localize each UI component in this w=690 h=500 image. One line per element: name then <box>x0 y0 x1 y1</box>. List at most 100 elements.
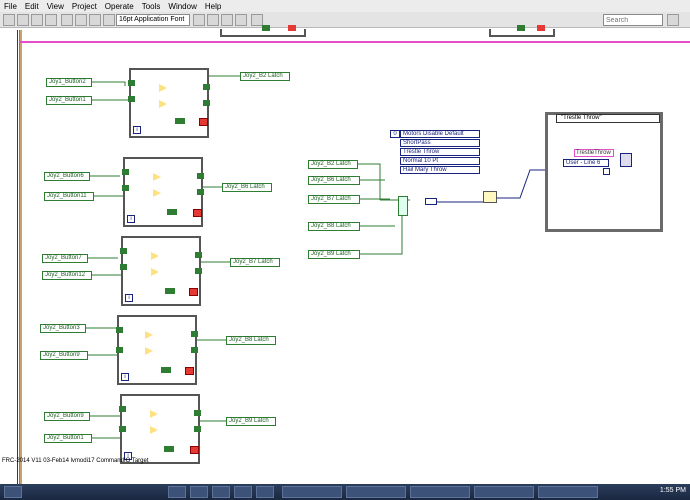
compare-icon <box>151 252 159 260</box>
start-icon[interactable] <box>4 486 22 498</box>
compare-icon <box>150 410 158 418</box>
menu-bar: File Edit View Project Operate Tools Win… <box>0 0 690 12</box>
labview-window[interactable] <box>346 486 406 498</box>
browser-icon[interactable] <box>168 486 186 498</box>
joy2-b2-latch-local[interactable]: Joy2_B2 Latch <box>308 160 358 169</box>
iteration-icon: i <box>127 215 135 223</box>
menu-edit[interactable]: Edit <box>24 1 39 11</box>
joy2-button1-control-b[interactable]: Joy2_Button1 <box>44 434 92 443</box>
true-const-icon <box>165 288 175 294</box>
string-constant[interactable]: TrestleThrow <box>574 149 614 157</box>
numeric-const <box>603 168 610 175</box>
stop-icon <box>288 25 296 31</box>
true-const-icon <box>262 25 270 31</box>
joy2-button11-control[interactable]: Joy2_Button11 <box>44 192 94 201</box>
compare-icon <box>145 347 153 355</box>
step-over-icon[interactable] <box>103 14 115 26</box>
run-continuous-icon[interactable] <box>17 14 29 26</box>
true-const-icon <box>167 209 177 215</box>
wire-pink <box>20 41 690 43</box>
user-line-control[interactable]: User - Line 6 <box>563 159 609 167</box>
index-array-node[interactable] <box>483 191 497 203</box>
labview-window[interactable] <box>474 486 534 498</box>
compare-icon <box>150 426 158 434</box>
compare-icon <box>159 100 167 108</box>
bool-to-number-node[interactable] <box>425 198 437 205</box>
help-icon[interactable] <box>667 14 679 26</box>
app-icon[interactable] <box>212 486 230 498</box>
enum-item[interactable]: Hail Mary Throw <box>400 166 480 174</box>
stop-icon <box>199 118 208 126</box>
latch-subvi-3[interactable]: i <box>120 236 202 306</box>
iteration-icon: i <box>124 452 132 460</box>
subvi-icon[interactable] <box>620 153 632 167</box>
joy2-button9-control[interactable]: Joy2_Button9 <box>40 351 88 360</box>
taskbar: 1:55 PM <box>0 484 690 500</box>
joy2-b6-latch-local[interactable]: Joy2_B6 Latch <box>308 176 360 185</box>
build-array-node[interactable] <box>398 196 408 216</box>
joy2-b2-latch-indicator[interactable]: Joy2_B2 Latch <box>240 72 290 81</box>
retain-wire-icon[interactable] <box>75 14 87 26</box>
step-into-icon[interactable] <box>89 14 101 26</box>
joy2-b7-latch-local[interactable]: Joy2_B7 Latch <box>308 195 360 204</box>
menu-file[interactable]: File <box>4 1 17 11</box>
stop-icon <box>190 446 199 454</box>
enum-item[interactable]: Motors Disable Default <box>400 130 480 138</box>
true-const-icon <box>517 25 525 31</box>
joy2-button9-control-b[interactable]: Joy2_Button9 <box>44 412 90 421</box>
top-structure-right <box>489 25 555 37</box>
stop-icon <box>189 288 198 296</box>
enum-item[interactable]: ShortPass <box>400 139 480 147</box>
labview-window[interactable] <box>410 486 470 498</box>
project-path: FRC-2014 V11 03-Feb14 lvmodi17 CommandIO… <box>2 458 149 464</box>
joy2-b9-latch-indicator[interactable]: Joy2_B9 Latch <box>226 417 276 426</box>
explorer-icon[interactable] <box>190 486 208 498</box>
joy1-button2-control[interactable]: Joy1_Button2 <box>46 78 92 87</box>
latch-subvi-1[interactable]: i <box>128 68 210 138</box>
sequence-frame-left <box>6 30 18 484</box>
joy2-b6-latch-indicator[interactable]: Joy2_B6 Latch <box>222 183 272 192</box>
joy2-b8-latch-local[interactable]: Joy2_B8 Latch <box>308 222 360 231</box>
compare-icon <box>153 173 161 181</box>
labview-window[interactable] <box>538 486 598 498</box>
joy2-button3-control[interactable]: Joy2_Button3 <box>40 324 86 333</box>
enum-item[interactable]: Normal 10 Pt <box>400 157 480 165</box>
reorder-icon[interactable] <box>235 14 247 26</box>
auto-mode-enum[interactable]: 0 Motors Disable Default ShortPass Trest… <box>390 130 480 176</box>
latch-subvi-5[interactable]: i <box>119 394 201 464</box>
iteration-icon: i <box>133 126 141 134</box>
joy2-button7-control[interactable]: Joy2_Button7 <box>42 254 88 263</box>
run-arrow-icon[interactable] <box>3 14 15 26</box>
wire-gold <box>19 30 22 484</box>
iteration-icon: i <box>125 294 133 302</box>
app-icon[interactable] <box>234 486 252 498</box>
joy2-b9-latch-local[interactable]: Joy2_B9 Latch <box>308 250 360 259</box>
pause-icon[interactable] <box>45 14 57 26</box>
joy2-button12-control[interactable]: Joy2_Button12 <box>42 271 92 280</box>
align-icon[interactable] <box>193 14 205 26</box>
font-select[interactable]: 16pt Application Font <box>116 14 190 26</box>
search-input[interactable] <box>603 14 663 26</box>
menu-operate[interactable]: Operate <box>104 1 134 11</box>
labview-window[interactable] <box>282 486 342 498</box>
joy2-button6-control[interactable]: Joy2_Button6 <box>44 172 90 181</box>
menu-tools[interactable]: Tools <box>141 1 161 11</box>
latch-subvi-2[interactable]: i <box>122 157 204 227</box>
compare-icon <box>145 331 153 339</box>
menu-view[interactable]: View <box>46 1 64 11</box>
joy2-button1-control[interactable]: Joy2_Button1 <box>46 96 92 105</box>
app-icon[interactable] <box>256 486 274 498</box>
joy2-b8-latch-indicator[interactable]: Joy2_B8 Latch <box>226 336 276 345</box>
distribute-icon[interactable] <box>207 14 219 26</box>
menu-window[interactable]: Window <box>168 1 197 11</box>
highlight-icon[interactable] <box>61 14 73 26</box>
case-selector[interactable]: "Trestle Throw" <box>556 114 660 123</box>
resize-icon[interactable] <box>221 14 233 26</box>
menu-project[interactable]: Project <box>71 1 97 11</box>
menu-help[interactable]: Help <box>204 1 222 11</box>
abort-icon[interactable] <box>31 14 43 26</box>
cleanup-icon[interactable] <box>251 14 263 26</box>
enum-item[interactable]: Trestle Throw <box>400 148 480 156</box>
joy2-b7-latch-indicator[interactable]: Joy2_B7 Latch <box>230 258 280 267</box>
latch-subvi-4[interactable]: i <box>116 315 198 385</box>
